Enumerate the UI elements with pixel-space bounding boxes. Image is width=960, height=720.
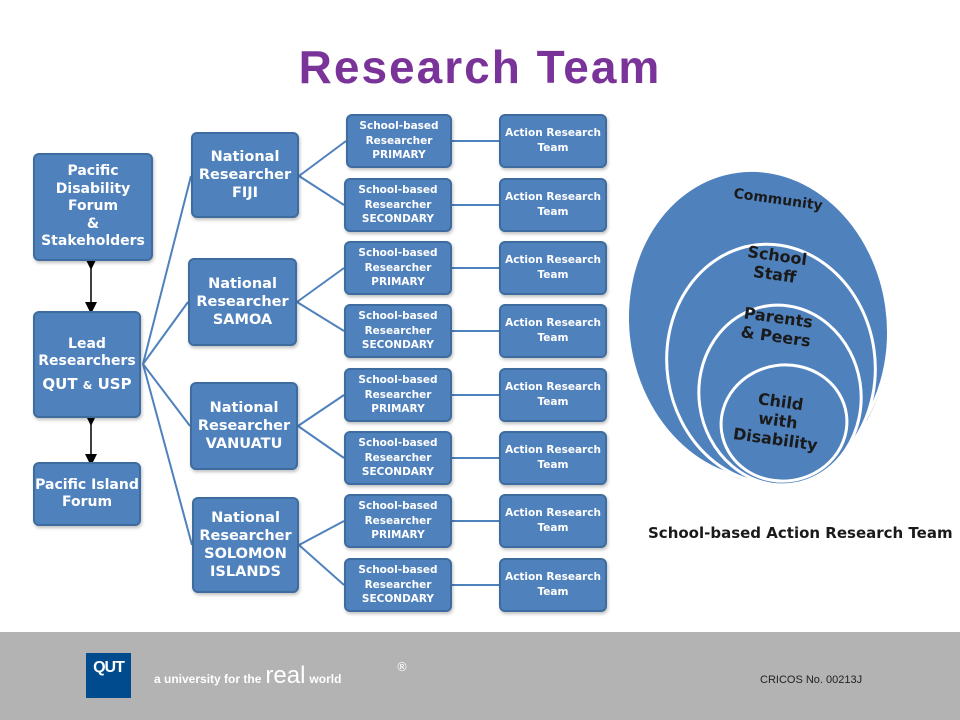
line-lead-fiji — [142, 175, 192, 365]
registered-mark: ® — [396, 660, 408, 674]
school-based-researcher: School-based Researcher PRIMARY — [344, 241, 452, 295]
tagline-world: world — [309, 672, 342, 686]
tagline-part-1: a university for the — [154, 672, 262, 686]
action-research-team: Action Research Team — [499, 241, 607, 295]
line-fiji-secondary — [298, 175, 345, 206]
qut-logo: QUT — [86, 653, 131, 698]
national-researcher-samoa: National Researcher SAMOA — [188, 258, 297, 346]
line-lead-samoa — [142, 301, 189, 365]
cricos-number: CRICOS No. 00213J — [760, 674, 863, 686]
action-research-team: Action Research Team — [499, 178, 607, 232]
action-research-team: Action Research Team — [499, 114, 607, 168]
nested-circles — [625, 168, 891, 487]
lead-researchers-label: Lead Researchers — [38, 335, 136, 370]
lead-amp: & — [82, 378, 93, 392]
school-based-researcher: School-based Researcher PRIMARY — [344, 368, 452, 422]
school-based-researcher: School-based Researcher PRIMARY — [344, 494, 452, 548]
action-research-team: Action Research Team — [499, 558, 607, 612]
lead-researchers-box: Lead Researchers QUT & USP — [33, 311, 141, 418]
line-lead-vanuatu — [142, 363, 191, 427]
action-research-team: Action Research Team — [499, 304, 607, 358]
line-lead-solomon — [142, 363, 193, 546]
school-based-researcher: School-based Researcher SECONDARY — [344, 558, 452, 612]
action-research-team: Action Research Team — [499, 431, 607, 485]
school-based-researcher: School-based Researcher PRIMARY — [346, 114, 452, 168]
lead-institutions: QUT & USP — [42, 375, 131, 394]
school-based-researcher: School-based Researcher SECONDARY — [344, 178, 452, 232]
line-samoa-primary — [296, 267, 345, 303]
national-researcher-solomon: National Researcher SOLOMON ISLANDS — [192, 497, 299, 593]
action-research-team: Action Research Team — [499, 368, 607, 422]
national-researcher-vanuatu: National Researcher VANUATU — [190, 382, 298, 470]
page-title: Research Team — [298, 41, 662, 93]
line-solomon-secondary — [298, 544, 345, 586]
school-based-researcher: School-based Researcher SECONDARY — [344, 304, 452, 358]
pacific-disability-forum-box: Pacific Disability Forum & Stakeholders — [33, 153, 153, 261]
line-vanuatu-primary — [297, 394, 345, 427]
pacific-island-forum-box: Pacific Island Forum — [33, 462, 141, 526]
tagline-real: real — [265, 662, 306, 689]
action-research-team: Action Research Team — [499, 494, 607, 548]
school-based-researcher: School-based Researcher SECONDARY — [344, 431, 452, 485]
connector-lines — [85, 140, 891, 586]
lead-usp: USP — [97, 374, 132, 393]
lead-qut: QUT — [42, 374, 78, 393]
line-fiji-primary — [298, 140, 347, 177]
circle-caption: School-based Action Research Team — [648, 524, 953, 542]
line-samoa-secondary — [296, 301, 345, 332]
line-solomon-primary — [298, 520, 345, 546]
line-vanuatu-secondary — [297, 425, 345, 459]
circle-child — [719, 363, 849, 483]
national-researcher-fiji: National Researcher FIJI — [191, 132, 299, 218]
